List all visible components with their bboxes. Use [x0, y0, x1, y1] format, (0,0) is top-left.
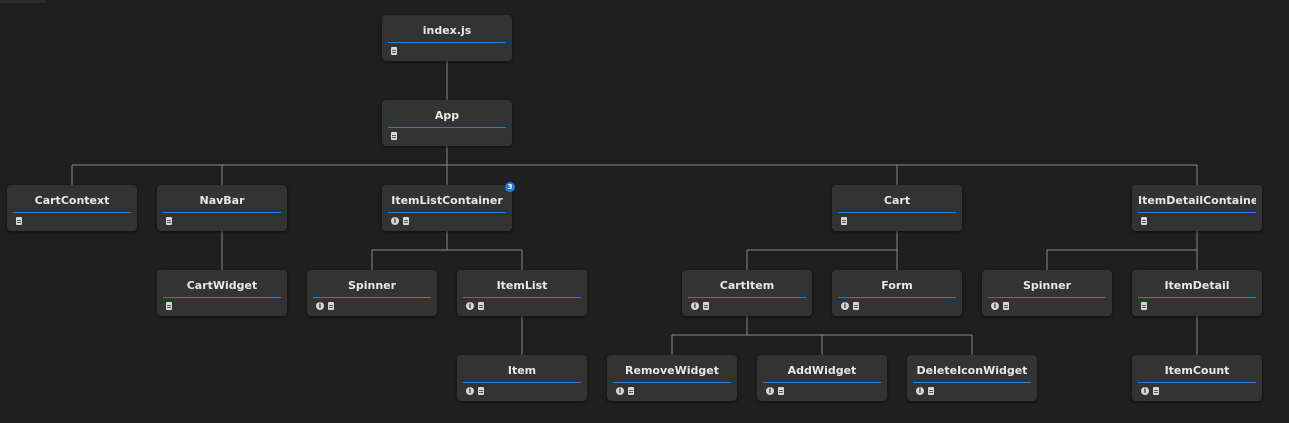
info-icon[interactable]: i	[766, 387, 774, 395]
file-icon[interactable]	[166, 302, 172, 310]
node-icons: i	[691, 301, 709, 311]
node-icons: i	[616, 386, 634, 396]
node-spinner1[interactable]: Spinner i	[307, 270, 437, 316]
file-icon[interactable]	[1153, 387, 1159, 395]
node-icons	[841, 216, 847, 226]
node-itemcount[interactable]: ItemCount i	[1132, 355, 1262, 401]
node-icons	[166, 301, 172, 311]
node-item[interactable]: Item i	[457, 355, 587, 401]
node-itemlist[interactable]: ItemList i	[457, 270, 587, 316]
node-icons: i	[916, 386, 934, 396]
node-title: ItemDetail	[1138, 279, 1256, 298]
node-cartcontext[interactable]: CartContext	[7, 185, 137, 231]
node-deleteiconwidget[interactable]: DeleteIconWidget i	[907, 355, 1037, 401]
toolbar-strip	[0, 0, 46, 3]
info-icon[interactable]: i	[391, 217, 399, 225]
node-title: CartContext	[13, 194, 131, 213]
file-icon[interactable]	[403, 217, 409, 225]
node-cartwidget[interactable]: CartWidget	[157, 270, 287, 316]
node-title: Spinner	[313, 279, 431, 298]
node-itemlistcontainer[interactable]: ItemListContainer i	[382, 185, 512, 231]
node-icons: i	[766, 386, 784, 396]
info-icon[interactable]: i	[691, 302, 699, 310]
file-icon[interactable]	[478, 302, 484, 310]
node-title: index.js	[388, 24, 506, 43]
file-icon[interactable]	[703, 302, 709, 310]
node-icons	[391, 46, 397, 56]
node-cart[interactable]: Cart	[832, 185, 962, 231]
node-icons: i	[991, 301, 1009, 311]
node-icons: i	[841, 301, 859, 311]
node-form[interactable]: Form i	[832, 270, 962, 316]
node-addwidget[interactable]: AddWidget i	[757, 355, 887, 401]
node-title: RemoveWidget	[613, 364, 731, 383]
node-icons: i	[466, 386, 484, 396]
node-icons	[1141, 216, 1147, 226]
file-icon[interactable]	[841, 217, 847, 225]
count-badge: 3	[505, 182, 515, 192]
node-title: CartWidget	[163, 279, 281, 298]
info-icon[interactable]: i	[616, 387, 624, 395]
file-icon[interactable]	[328, 302, 334, 310]
file-icon[interactable]	[853, 302, 859, 310]
node-title: ItemCount	[1138, 364, 1256, 383]
node-title: ItemListContainer	[388, 194, 506, 213]
node-index[interactable]: index.js	[382, 15, 512, 61]
node-navbar[interactable]: NavBar	[157, 185, 287, 231]
node-icons	[1141, 301, 1147, 311]
node-icons: i	[316, 301, 334, 311]
node-itemdetail[interactable]: ItemDetail	[1132, 270, 1262, 316]
node-title: NavBar	[163, 194, 281, 213]
node-title: App	[388, 109, 506, 128]
file-icon[interactable]	[1141, 302, 1147, 310]
node-title: ItemList	[463, 279, 581, 298]
file-icon[interactable]	[166, 217, 172, 225]
info-icon[interactable]: i	[316, 302, 324, 310]
file-icon[interactable]	[1141, 217, 1147, 225]
node-title: AddWidget	[763, 364, 881, 383]
info-icon[interactable]: i	[1141, 387, 1149, 395]
info-icon[interactable]: i	[991, 302, 999, 310]
file-icon[interactable]	[391, 47, 397, 55]
file-icon[interactable]	[628, 387, 634, 395]
node-title: Cart	[838, 194, 956, 213]
info-icon[interactable]: i	[466, 302, 474, 310]
file-icon[interactable]	[1003, 302, 1009, 310]
node-icons: i	[466, 301, 484, 311]
node-spinner2[interactable]: Spinner i	[982, 270, 1112, 316]
file-icon[interactable]	[391, 132, 397, 140]
node-icons: i	[1141, 386, 1159, 396]
node-cartitem[interactable]: CartItem i	[682, 270, 812, 316]
node-title: Spinner	[988, 279, 1106, 298]
node-icons	[16, 216, 22, 226]
node-itemdetailcontainer[interactable]: ItemDetailContainer	[1132, 185, 1262, 231]
info-icon[interactable]: i	[466, 387, 474, 395]
node-icons: i	[391, 216, 409, 226]
file-icon[interactable]	[778, 387, 784, 395]
node-title: DeleteIconWidget	[913, 364, 1031, 383]
node-icons	[166, 216, 172, 226]
node-icons	[391, 131, 397, 141]
file-icon[interactable]	[478, 387, 484, 395]
node-title: CartItem	[688, 279, 806, 298]
node-title: Form	[838, 279, 956, 298]
node-removewidget[interactable]: RemoveWidget i	[607, 355, 737, 401]
info-icon[interactable]: i	[916, 387, 924, 395]
info-icon[interactable]: i	[841, 302, 849, 310]
file-icon[interactable]	[928, 387, 934, 395]
file-icon[interactable]	[16, 217, 22, 225]
node-title: Item	[463, 364, 581, 383]
node-title: ItemDetailContainer	[1138, 194, 1256, 213]
node-app[interactable]: App	[382, 100, 512, 146]
